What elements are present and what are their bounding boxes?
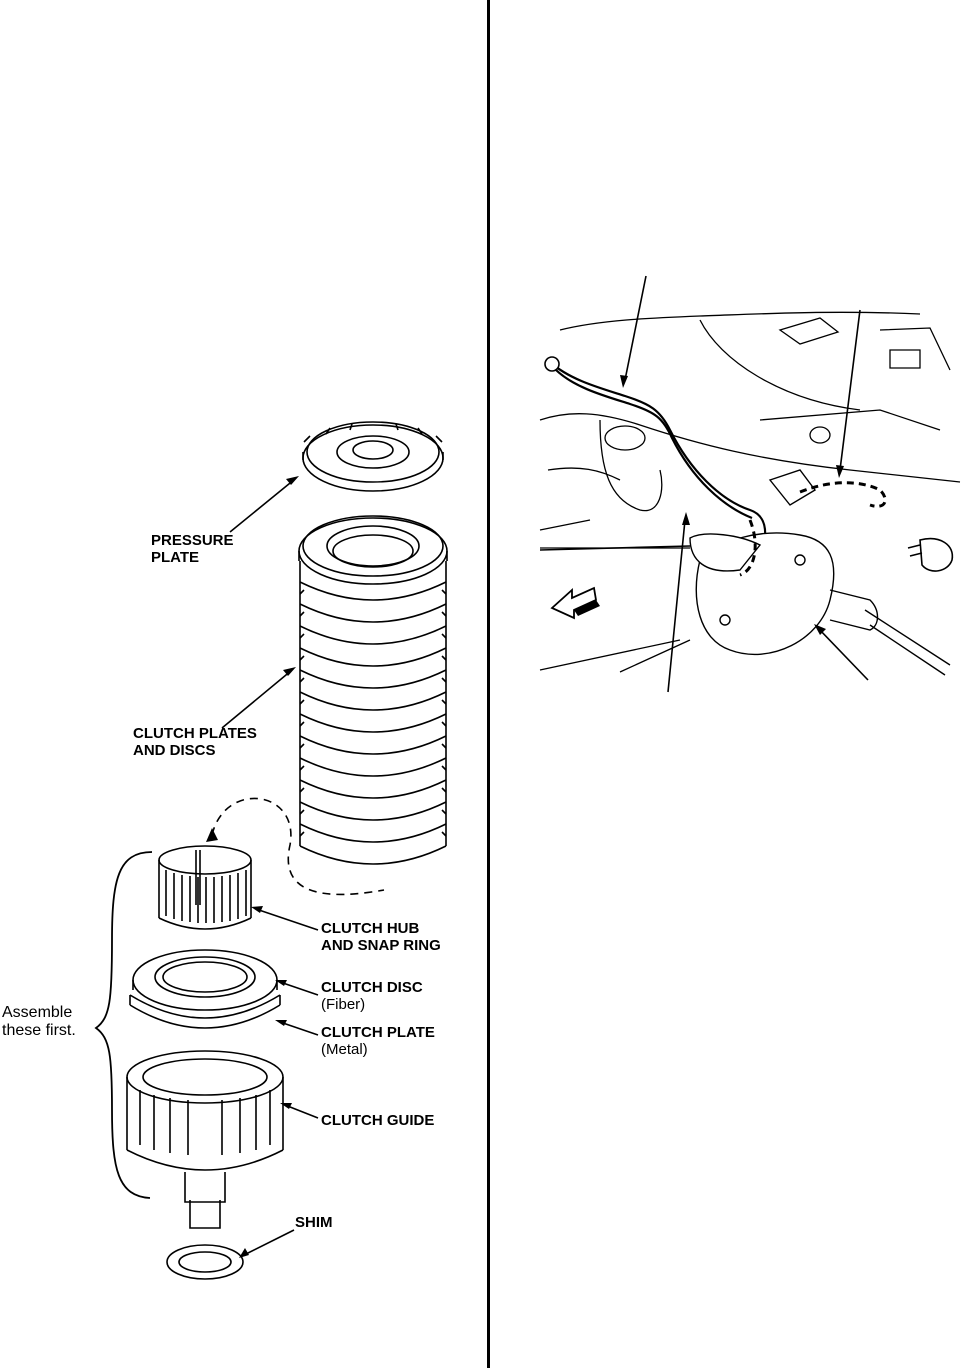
bolt-icon: [544, 356, 560, 372]
left-arrowheads: [239, 476, 299, 1258]
label-shim: SHIM: [295, 1214, 333, 1231]
label-clutch-guide: CLUTCH GUIDE: [321, 1112, 435, 1129]
brake-lines: [549, 361, 767, 561]
dashed-hose: [739, 481, 887, 577]
label-clutch-plates-discs: CLUTCH PLATES AND DISCS: [133, 725, 257, 759]
clutch-guide-drawing: [126, 1050, 284, 1229]
cv-joint: [919, 538, 954, 572]
clutch-plate-drawing: [129, 994, 281, 1029]
differential-drawing: [689, 469, 951, 676]
shim-drawing: [166, 1244, 244, 1280]
pressure-plate-drawing: [302, 421, 444, 492]
right-arrowheads: [620, 375, 844, 635]
column-divider: [487, 0, 490, 1368]
clutch-stack-drawing: [298, 515, 448, 865]
clutch-disc-drawing: [132, 949, 278, 1011]
clutch-hub-drawing: [158, 845, 252, 930]
right-leaders: [539, 275, 869, 693]
label-clutch-plate: CLUTCH PLATE (Metal): [321, 1024, 435, 1058]
dashed-arrowhead: [206, 828, 218, 842]
label-clutch-hub: CLUTCH HUB AND SNAP RING: [321, 920, 441, 954]
label-pressure-plate: PRESSURE PLATE: [151, 532, 234, 566]
underbody-drawing: [539, 311, 961, 673]
assemble-brace: [94, 851, 153, 1199]
left-leaders: [221, 478, 319, 1256]
dashed-path: [211, 797, 385, 896]
label-assemble-first: Assemble these first.: [2, 1004, 76, 1039]
label-clutch-disc: CLUTCH DISC (Fiber): [321, 979, 423, 1013]
front-arrow-icon: [550, 586, 598, 620]
